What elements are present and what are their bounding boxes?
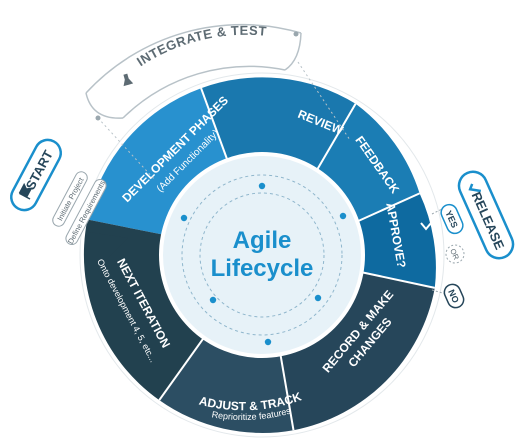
orbit-dots xyxy=(180,182,347,346)
segment-next-iteration xyxy=(83,219,204,401)
integrate-test-loop xyxy=(85,23,351,181)
or-circle: OR xyxy=(445,244,465,264)
or-label: OR xyxy=(448,247,461,261)
checkmark-icon xyxy=(468,183,482,193)
iteration-notch xyxy=(88,232,128,262)
integrate-test-label: INTEGRATE & TEST xyxy=(134,23,268,69)
segment-dividers xyxy=(158,87,436,431)
inner-circle xyxy=(161,154,363,356)
segment-approve xyxy=(350,193,436,288)
dashed-orbit-outer xyxy=(181,174,343,336)
flag-icon xyxy=(18,182,33,200)
integrate-test-label-path: INTEGRATE & TEST xyxy=(134,23,267,69)
release-pill: RELEASE xyxy=(457,170,515,260)
approve-chevron-icon xyxy=(420,222,432,231)
no-pill: NO xyxy=(443,283,465,309)
center-title-line1: Agile xyxy=(233,227,292,254)
yes-pill: YES xyxy=(440,203,464,235)
dashed-orbit-inner xyxy=(199,192,325,318)
start-pill: START xyxy=(10,138,62,212)
segment-record-changes xyxy=(280,272,435,431)
segment-review xyxy=(201,77,356,171)
segment-development-phases xyxy=(87,88,228,235)
flask-icon xyxy=(123,73,134,87)
inner-circle-border xyxy=(159,152,365,358)
segment-adjust-track xyxy=(159,337,294,433)
center-title-line2: Lifecycle xyxy=(211,255,314,282)
